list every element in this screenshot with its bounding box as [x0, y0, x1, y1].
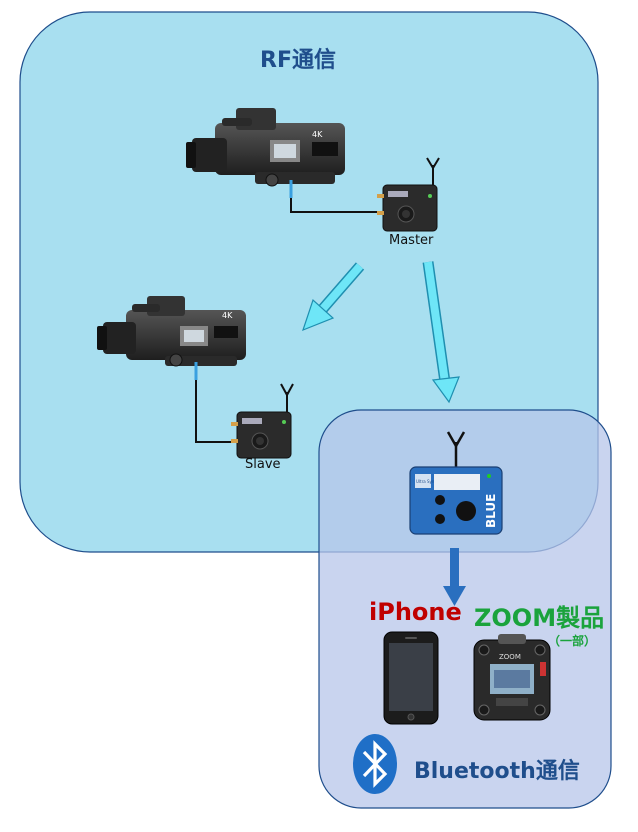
master-label: Master: [389, 233, 434, 248]
master-timecode-unit: [377, 157, 440, 232]
arrow-master-to-blue: [422, 261, 460, 404]
rf-zone-title: RF通信: [260, 48, 336, 73]
iphone-device: [383, 631, 439, 725]
zoom-recorder-device: ZOOM: [473, 634, 551, 721]
zoom-note: （一部）: [548, 634, 597, 648]
slave-cable: [195, 364, 232, 443]
bluetooth-zone-title: Bluetooth通信: [414, 759, 580, 784]
slave-camera-badge: 4K: [222, 311, 233, 320]
iphone-label: iPhone: [369, 598, 462, 626]
slave-camera: 4K: [97, 296, 246, 367]
master-camera-badge: 4K: [312, 130, 323, 139]
blue-unit-logo: Ultra Sync: [416, 479, 437, 484]
zoom-brand: ZOOM: [499, 653, 521, 661]
slave-label: Slave: [245, 457, 281, 472]
slave-timecode-unit: [231, 383, 294, 459]
blue-unit-text: BLUE: [484, 494, 498, 528]
zoom-label: ZOOM製品: [474, 604, 605, 632]
arrow-blue-to-devices: [443, 548, 466, 606]
bluetooth-icon: [353, 734, 397, 794]
master-camera: 4K: [186, 108, 345, 187]
ultrasync-blue-unit: Ultra Sync BLUE: [409, 431, 503, 535]
arrow-master-to-slave: [302, 262, 365, 332]
